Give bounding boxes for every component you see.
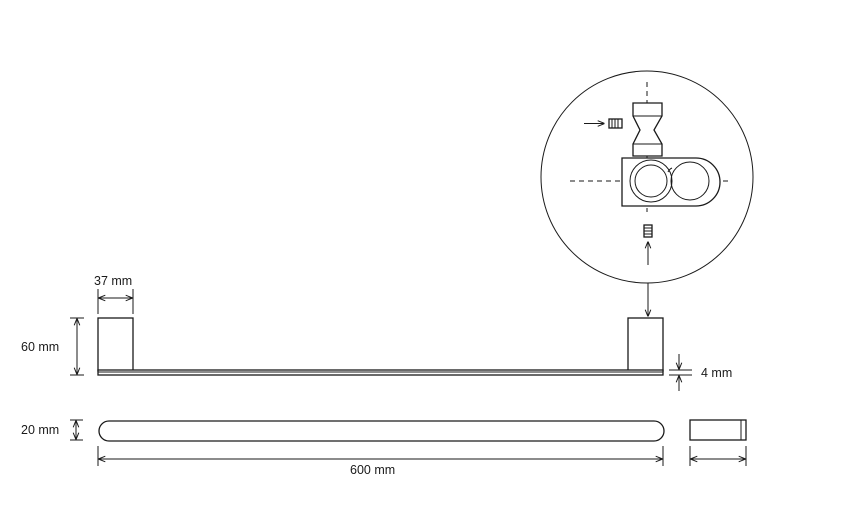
towel-bar-top: [98, 420, 665, 442]
left-holder: [97, 317, 134, 372]
clamp-piece: [632, 102, 663, 157]
mount-bracket: [621, 157, 721, 207]
holder-width-dimension: 37 mm: [94, 274, 134, 314]
right-holder: [627, 317, 664, 372]
bar-depth-dimension: 20 mm: [21, 419, 83, 441]
total-length-label: 600 mm: [350, 463, 395, 477]
top-view: [98, 420, 665, 442]
bottom-screw: [643, 224, 653, 265]
total-length-dimension: 600 mm: [97, 446, 664, 477]
holder-height-label: 60 mm: [21, 340, 59, 354]
detail-view: [540, 70, 754, 316]
holder-side: [689, 419, 747, 441]
front-view: [97, 317, 664, 376]
bar-depth-label: 20 mm: [21, 423, 59, 437]
holder-height-dimension: 60 mm: [21, 317, 84, 376]
side-view: [689, 419, 747, 466]
holder-width-label: 37 mm: [94, 274, 132, 288]
bar-thickness-label: 4 mm: [701, 366, 732, 380]
detail-circle: [540, 70, 754, 284]
side-screw: [584, 118, 623, 129]
bar-thickness-dimension: 4 mm: [669, 354, 732, 391]
